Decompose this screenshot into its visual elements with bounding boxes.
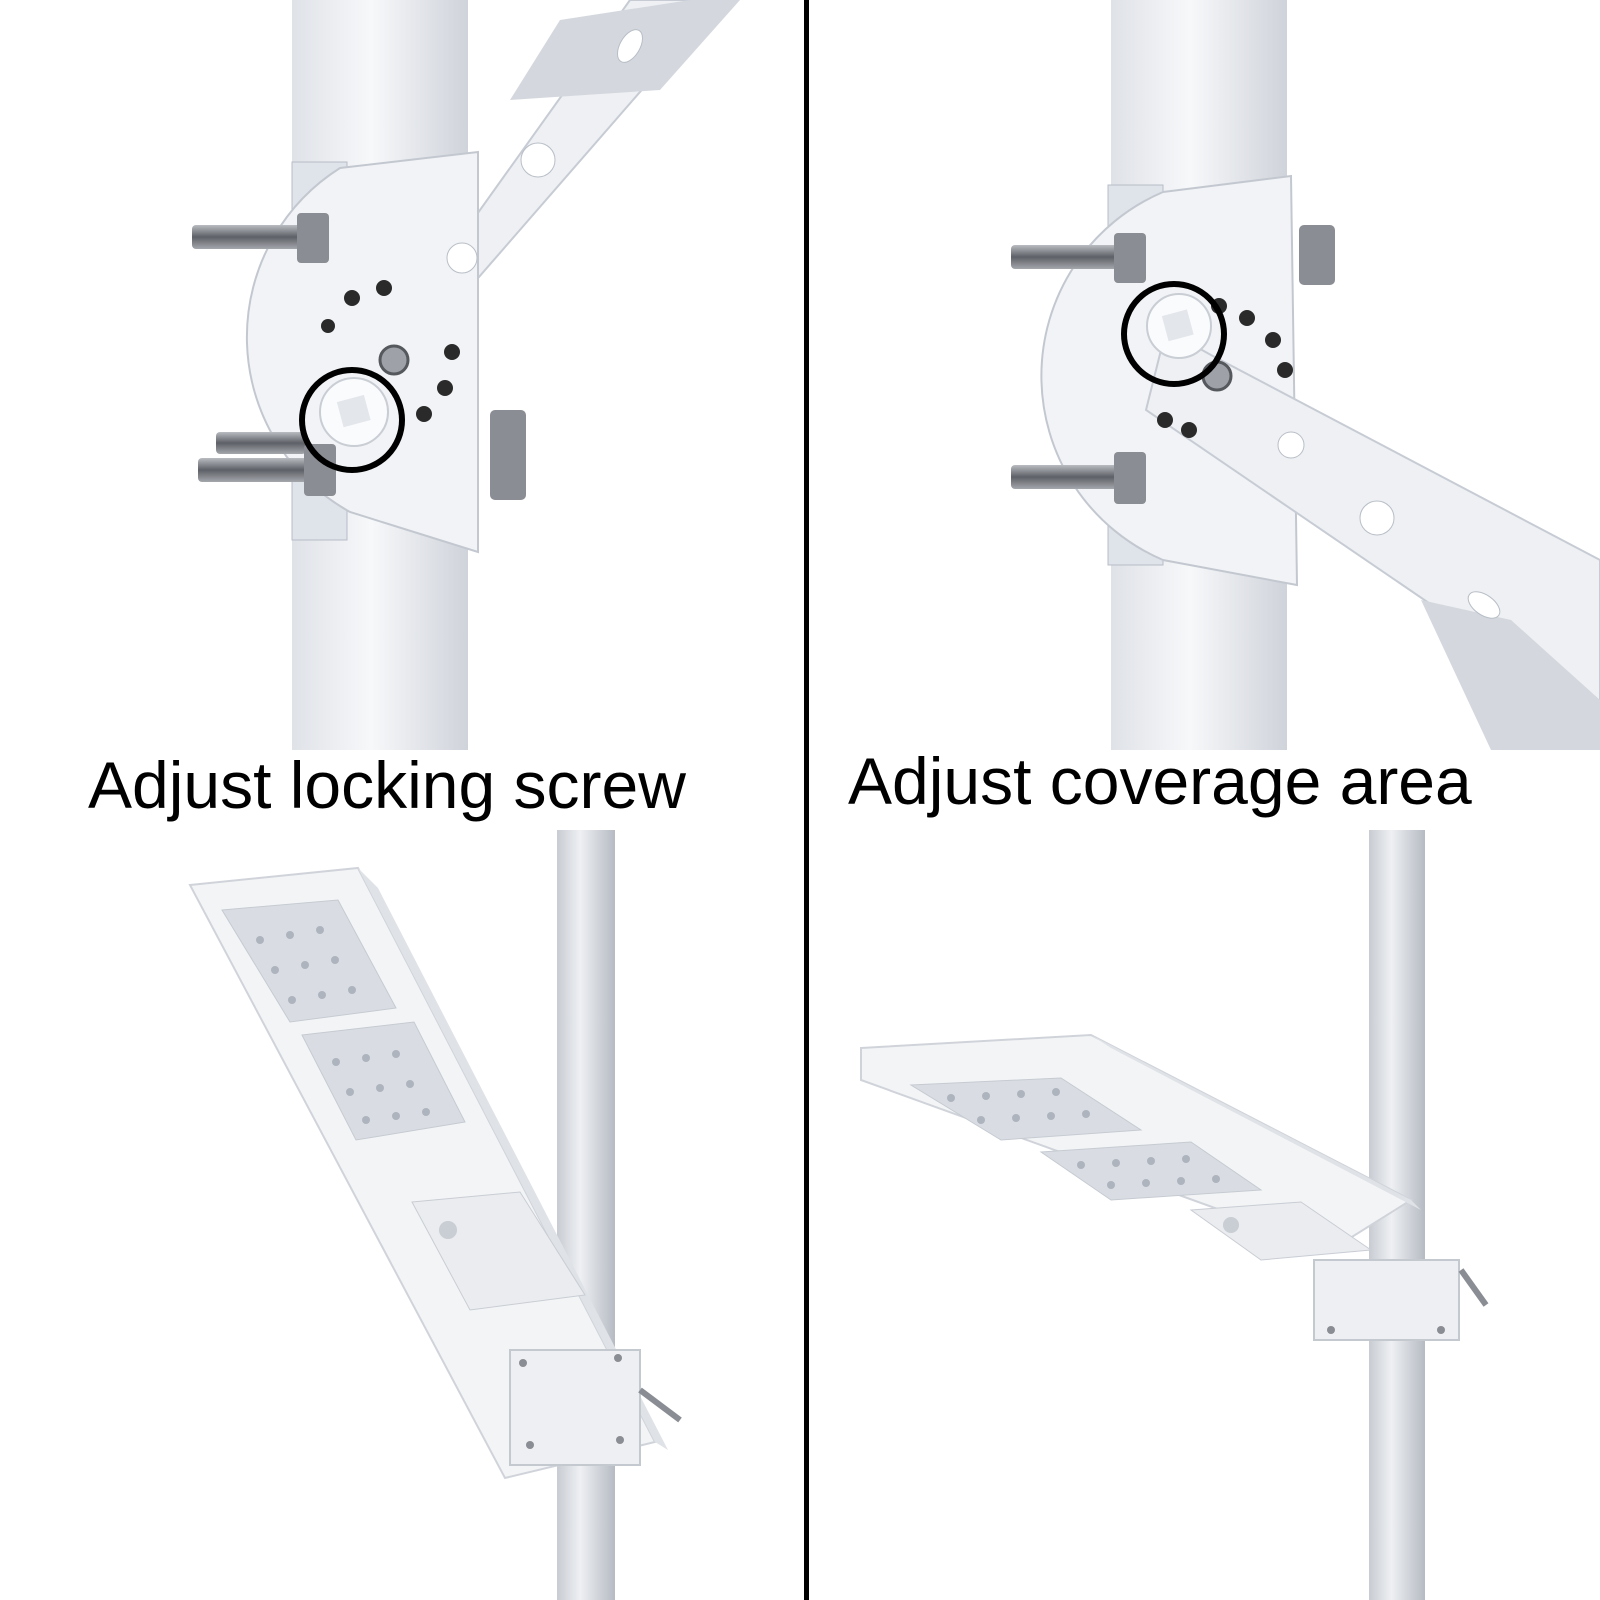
photo-street-light-steep: [0, 830, 800, 1600]
photo-street-light-shallow: [811, 830, 1600, 1600]
led-panel-2: [1039, 1141, 1263, 1201]
caption-adjust-locking-screw: Adjust locking screw: [88, 748, 686, 822]
photo-bracket-coverage-angle: [811, 0, 1600, 750]
caption-adjust-coverage-area: Adjust coverage area: [848, 744, 1472, 818]
bracket-plate: [245, 150, 479, 554]
sensor-box: [411, 1191, 586, 1311]
pole: [557, 830, 615, 1600]
center-divider: [804, 0, 809, 1600]
street-light-steep-illustration: [188, 830, 682, 1600]
locking-screw-highlight-circle: [1121, 281, 1227, 387]
bracket-locking-screw-illustration: [192, 0, 740, 750]
sensor-box: [1189, 1201, 1373, 1261]
locking-screw-highlight-circle: [299, 367, 405, 473]
led-panel-1: [909, 1077, 1143, 1141]
bracket-coverage-angle-illustration: [1011, 0, 1600, 750]
lamp-housing: [860, 1033, 1414, 1252]
street-light-shallow-illustration: [860, 830, 1489, 1600]
mounting-bracket: [1313, 1259, 1460, 1341]
photo-bracket-locking-screw: [0, 0, 800, 750]
adjustment-holes: [321, 280, 460, 422]
